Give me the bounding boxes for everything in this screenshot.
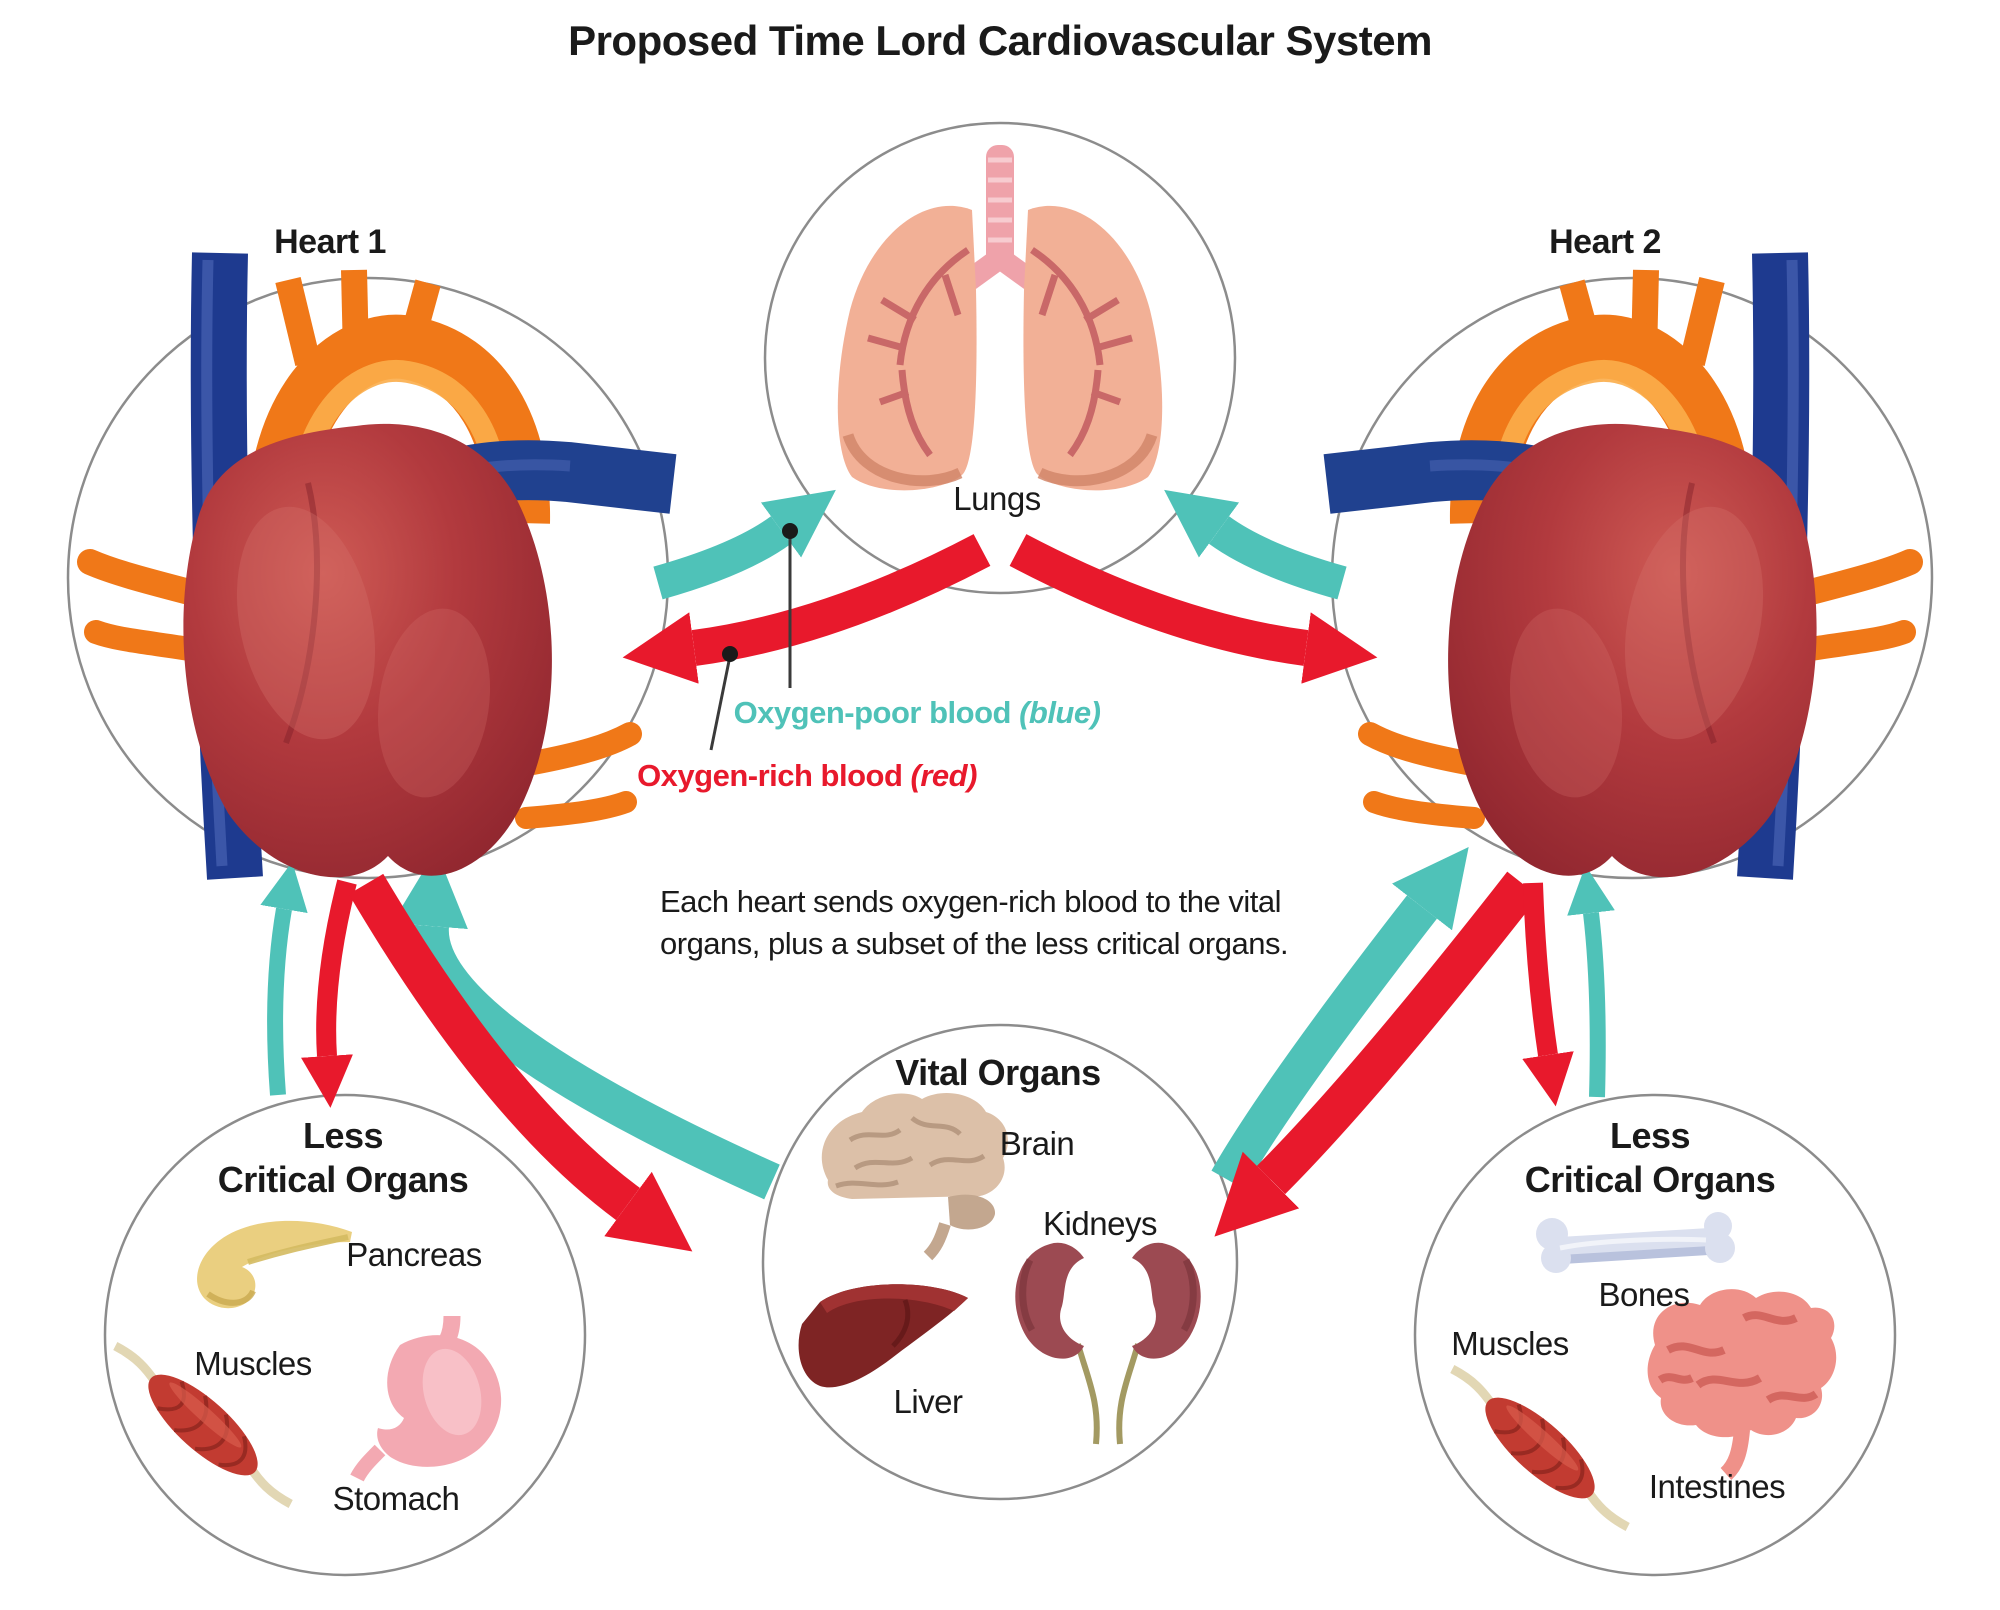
lungs-label: Lungs — [953, 480, 1040, 517]
liver-illustration — [798, 1284, 968, 1388]
callout-dot-oxygen-poor — [782, 523, 798, 539]
stomach-label: Stomach — [333, 1480, 460, 1517]
kidneys-label: Kidneys — [1043, 1205, 1157, 1242]
arrow-oxygen-poor-lessright-to-heart2 — [1567, 865, 1615, 1098]
arrow-oxygen-rich-heart1-to-vital — [348, 873, 693, 1252]
lungs-illustration — [837, 145, 1163, 491]
arrow-oxygen-rich-lungs-to-heart2 — [1009, 534, 1378, 684]
arrow-oxygen-poor-vital-to-heart1 — [392, 850, 780, 1200]
muscles-left-label: Muscles — [194, 1345, 312, 1382]
kidneys-illustration — [1015, 1242, 1201, 1445]
brain-label: Brain — [1000, 1125, 1075, 1162]
pancreas-illustration — [197, 1220, 352, 1309]
heart1-label: Heart 1 — [274, 223, 386, 261]
arrow-oxygen-poor-heart1-to-lungs — [653, 489, 836, 600]
muscles-right-label: Muscles — [1451, 1325, 1569, 1362]
less-critical-left-title-line1: Less — [303, 1115, 383, 1156]
bones-label: Bones — [1598, 1276, 1689, 1313]
brain-illustration — [821, 1093, 1008, 1261]
less-critical-left-title-line2: Critical Organs — [218, 1159, 469, 1200]
arrow-oxygen-rich-heart2-to-lessright — [1522, 882, 1574, 1107]
caption-line2: organs, plus a subset of the less critic… — [660, 926, 1288, 961]
vital-organs-title: Vital Organs — [895, 1052, 1100, 1093]
caption-line1: Each heart sends oxygen-rich blood to th… — [660, 884, 1281, 919]
stomach-illustration — [350, 1315, 502, 1482]
pancreas-label: Pancreas — [346, 1236, 481, 1273]
callout-line-oxygen-rich — [709, 655, 732, 751]
less-critical-right-title-line1: Less — [1610, 1115, 1690, 1156]
legend-oxygen-poor: Oxygen-poor blood (blue) — [734, 695, 1101, 730]
arrow-oxygen-poor-lessleft-to-heart1 — [260, 861, 308, 1096]
less-critical-right-title-line2: Critical Organs — [1525, 1159, 1776, 1200]
intestines-illustration — [1647, 1289, 1837, 1480]
liver-label: Liver — [893, 1383, 963, 1420]
page-title: Proposed Time Lord Cardiovascular System — [568, 17, 1432, 64]
heart2-label: Heart 2 — [1549, 223, 1661, 261]
arrow-oxygen-rich-heart1-to-lessleft — [301, 879, 357, 1108]
intestines-label: Intestines — [1649, 1468, 1785, 1505]
arrow-oxygen-rich-lungs-to-heart1 — [622, 534, 991, 684]
legend-oxygen-rich: Oxygen-rich blood (red) — [637, 758, 977, 793]
callout-dot-oxygen-rich — [722, 646, 738, 662]
arrow-oxygen-poor-heart2-to-lungs — [1164, 489, 1347, 600]
bone-illustration — [1536, 1212, 1735, 1273]
arrow-oxygen-rich-heart2-to-vital — [1214, 871, 1539, 1237]
